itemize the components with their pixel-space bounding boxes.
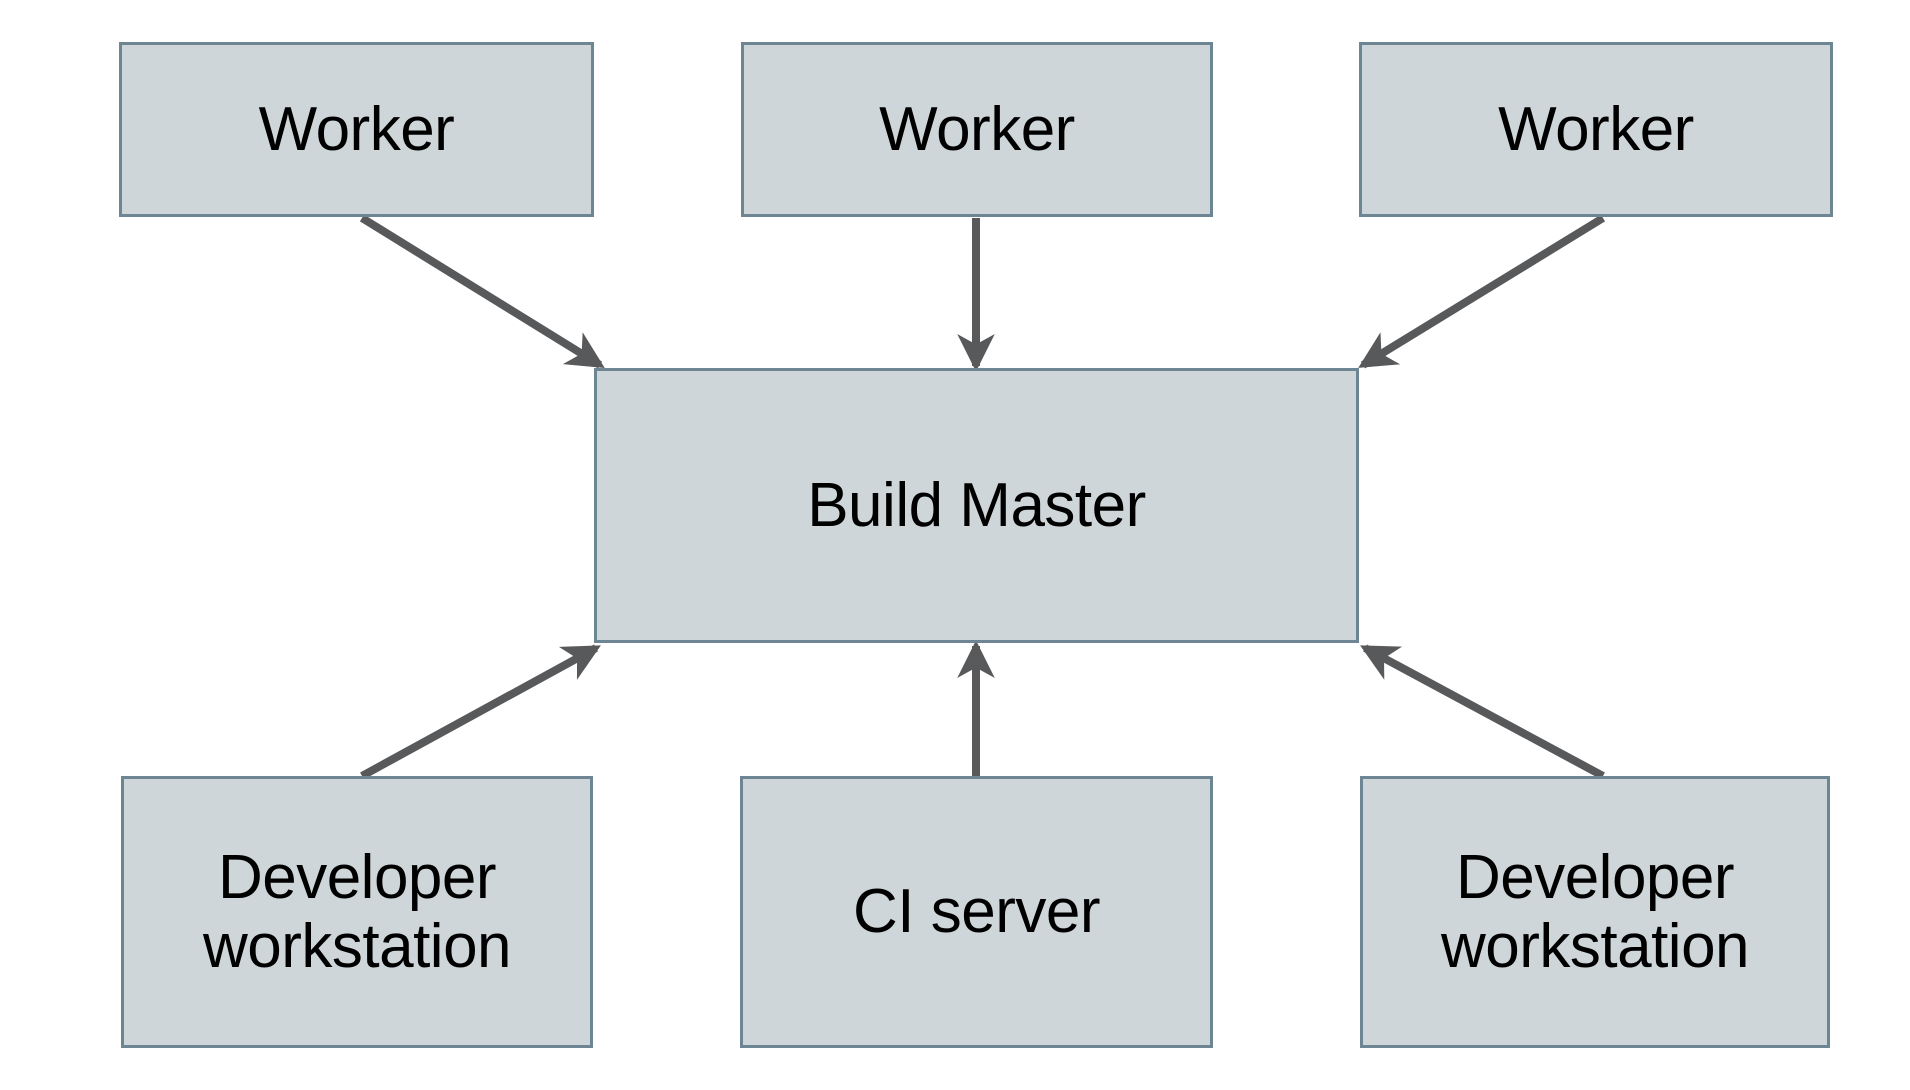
node-label-ci-server: CI server xyxy=(853,877,1100,947)
node-label-build-master: Build Master xyxy=(807,470,1146,540)
edge-worker-left-to-master xyxy=(359,214,605,369)
node-dev-workstation-right[interactable]: Developer workstation xyxy=(1360,776,1830,1048)
node-worker-center[interactable]: Worker xyxy=(741,42,1213,217)
node-label-worker-center: Worker xyxy=(879,94,1075,164)
node-dev-workstation-left[interactable]: Developer workstation xyxy=(121,776,593,1048)
node-label-worker-left: Worker xyxy=(258,94,455,164)
node-worker-left[interactable]: Worker xyxy=(119,42,594,217)
node-build-master[interactable]: Build Master xyxy=(594,368,1359,643)
edge-group xyxy=(359,214,1606,780)
node-label-dev-workstation-left: Developer workstation xyxy=(202,842,512,981)
node-ci-server[interactable]: CI server xyxy=(740,776,1213,1048)
edge-dev-right-to-master xyxy=(1360,644,1605,780)
node-label-dev-workstation-right: Developer workstation xyxy=(1440,842,1750,981)
edge-dev-left-to-master xyxy=(360,644,601,780)
node-label-worker-right: Worker xyxy=(1498,94,1694,164)
node-worker-right[interactable]: Worker xyxy=(1359,42,1833,217)
edge-worker-right-to-master xyxy=(1358,214,1606,369)
